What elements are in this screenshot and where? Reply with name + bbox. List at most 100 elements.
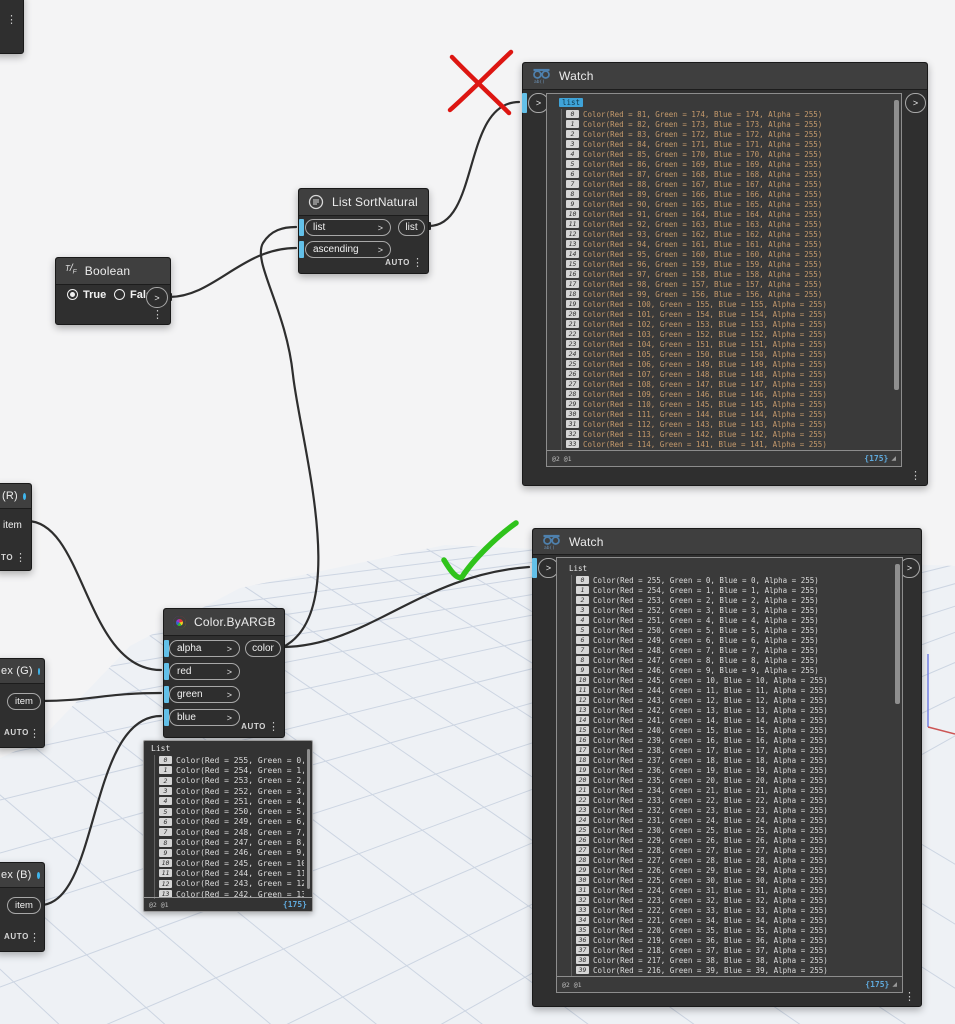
- watch-row[interactable]: 13 Color(Red = 242, Green = 13, Blue = 1…: [576, 705, 892, 715]
- output-port-color[interactable]: color: [245, 640, 281, 657]
- watch-row[interactable]: 4 Color(Red = 251, Green = 4, Blue = 4, …: [576, 615, 892, 625]
- node-menu-icon[interactable]: ⋮: [15, 552, 26, 564]
- node-menu-icon[interactable]: ⋮: [268, 721, 279, 733]
- watch-output-port[interactable]: >: [905, 93, 926, 113]
- lacing-auto-label[interactable]: AUTO: [4, 932, 29, 941]
- input-port-green[interactable]: green>: [169, 686, 240, 703]
- watch-row[interactable]: 33 Color(Red = 114, Green = 141, Blue = …: [566, 439, 891, 449]
- lacing-auto-label[interactable]: TO: [1, 553, 14, 562]
- watch-scrollbar[interactable]: [895, 564, 900, 704]
- watch-row[interactable]: 27 Color(Red = 228, Green = 27, Blue = 2…: [576, 845, 892, 855]
- watch-row[interactable]: 0 Color(Red = 81, Green = 174, Blue = 17…: [566, 109, 891, 119]
- watch-row[interactable]: 5 Color(Red = 86, Green = 169, Blue = 16…: [566, 159, 891, 169]
- watch-row[interactable]: 26 Color(Red = 229, Green = 26, Blue = 2…: [576, 835, 892, 845]
- radio-true[interactable]: True: [67, 289, 106, 301]
- watch-row[interactable]: 14 Color(Red = 95, Green = 160, Blue = 1…: [566, 249, 891, 259]
- watch-row[interactable]: 9 Color(Red = 90, Green = 165, Blue = 16…: [566, 199, 891, 209]
- clipped-node-index-b[interactable]: ex (B) item AUTO ⋮: [0, 862, 45, 952]
- watch-row[interactable]: 23 Color(Red = 104, Green = 151, Blue = …: [566, 339, 891, 349]
- lacing-auto-label[interactable]: AUTO: [4, 728, 29, 737]
- watch-row[interactable]: 5 Color(Red = 250, Green = 5, Blue = 5, …: [576, 625, 892, 635]
- watch-row[interactable]: 4 Color(Red = 85, Green = 170, Blue = 17…: [566, 149, 891, 159]
- output-port-item[interactable]: item: [3, 520, 22, 531]
- watch-row[interactable]: 15 Color(Red = 96, Green = 159, Blue = 1…: [566, 259, 891, 269]
- watch-row[interactable]: 1 Color(Red = 254, Green = 1, Blue = 1, …: [576, 585, 892, 595]
- clipped-node-index-g[interactable]: ex (G) item AUTO ⋮: [0, 658, 45, 748]
- watch-row[interactable]: 16 Color(Red = 239, Green = 16, Blue = 1…: [576, 735, 892, 745]
- watch-row[interactable]: 38 Color(Red = 217, Green = 38, Blue = 3…: [576, 955, 892, 965]
- watch-row[interactable]: 23 Color(Red = 232, Green = 23, Blue = 2…: [576, 805, 892, 815]
- watch-row[interactable]: 17 Color(Red = 98, Green = 157, Blue = 1…: [566, 279, 891, 289]
- watch-row[interactable]: 9 Color(Red = 246, Green = 9, Blue = 9, …: [576, 665, 892, 675]
- watch-row[interactable]: 17 Color(Red = 238, Green = 17, Blue = 1…: [576, 745, 892, 755]
- input-port-blue[interactable]: blue>: [169, 709, 240, 726]
- watch-row[interactable]: 21 Color(Red = 102, Green = 153, Blue = …: [566, 319, 891, 329]
- resize-grip-icon[interactable]: ◢: [891, 456, 896, 462]
- watch-row[interactable]: 36 Color(Red = 219, Green = 36, Blue = 3…: [576, 935, 892, 945]
- boolean-output-port[interactable]: >: [146, 287, 168, 308]
- watch-row[interactable]: 28 Color(Red = 227, Green = 28, Blue = 2…: [576, 855, 892, 865]
- watch-row[interactable]: 30 Color(Red = 225, Green = 30, Blue = 3…: [576, 875, 892, 885]
- watch-row[interactable]: 31 Color(Red = 112, Green = 143, Blue = …: [566, 419, 891, 429]
- watch-row[interactable]: 25 Color(Red = 106, Green = 149, Blue = …: [566, 359, 891, 369]
- node-menu-icon[interactable]: ⋮: [29, 932, 40, 944]
- input-port-ascending[interactable]: ascending>: [305, 241, 391, 258]
- watch-row[interactable]: 7 Color(Red = 248, Green = 7, Blue = 7, …: [576, 645, 892, 655]
- radio-true-icon[interactable]: [67, 289, 78, 300]
- radio-false-icon[interactable]: [114, 289, 125, 300]
- watch-row[interactable]: 19 Color(Red = 236, Green = 19, Blue = 1…: [576, 765, 892, 775]
- watch-row[interactable]: 29 Color(Red = 110, Green = 145, Blue = …: [566, 399, 891, 409]
- node-menu-icon[interactable]: ⋮: [152, 309, 163, 321]
- watch-display-panel[interactable]: list 0 Color(Red = 81, Green = 174, Blue…: [546, 93, 902, 467]
- watch-row[interactable]: 6 Color(Red = 249, Green = 6, Blue = 6, …: [576, 635, 892, 645]
- resize-grip-icon[interactable]: ◢: [892, 982, 897, 988]
- watch-input-port[interactable]: >: [538, 558, 559, 578]
- watch-row[interactable]: 20 Color(Red = 101, Green = 154, Blue = …: [566, 309, 891, 319]
- watch-row[interactable]: 13 Color(Red = 94, Green = 161, Blue = 1…: [566, 239, 891, 249]
- watch-row[interactable]: 10 Color(Red = 91, Green = 164, Blue = 1…: [566, 209, 891, 219]
- lacing-auto-label[interactable]: AUTO: [241, 722, 266, 731]
- watch-row[interactable]: 28 Color(Red = 109, Green = 146, Blue = …: [566, 389, 891, 399]
- watch-row[interactable]: 24 Color(Red = 105, Green = 150, Blue = …: [566, 349, 891, 359]
- watch-row[interactable]: 32 Color(Red = 223, Green = 32, Blue = 3…: [576, 895, 892, 905]
- watch-row[interactable]: 24 Color(Red = 231, Green = 24, Blue = 2…: [576, 815, 892, 825]
- output-port-item[interactable]: item: [7, 897, 41, 914]
- watch-row[interactable]: 1 Color(Red = 82, Green = 173, Blue = 17…: [566, 119, 891, 129]
- watch-row[interactable]: 7 Color(Red = 88, Green = 167, Blue = 16…: [566, 179, 891, 189]
- node-menu-icon[interactable]: ⋮: [910, 470, 921, 482]
- clipped-node-corner[interactable]: ⋮: [0, 0, 24, 54]
- node-menu-icon[interactable]: ⋮: [29, 728, 40, 740]
- bubble-scrollbar[interactable]: [307, 749, 310, 889]
- lacing-auto-label[interactable]: AUTO: [385, 258, 410, 267]
- watch-row[interactable]: 18 Color(Red = 237, Green = 18, Blue = 1…: [576, 755, 892, 765]
- watch-row[interactable]: 8 Color(Red = 89, Green = 166, Blue = 16…: [566, 189, 891, 199]
- input-port-list[interactable]: list>: [305, 219, 391, 236]
- node-menu-icon[interactable]: ⋮: [412, 257, 423, 269]
- watch-row[interactable]: 3 Color(Red = 84, Green = 171, Blue = 17…: [566, 139, 891, 149]
- watch-row[interactable]: 21 Color(Red = 234, Green = 21, Blue = 2…: [576, 785, 892, 795]
- watch-row[interactable]: 27 Color(Red = 108, Green = 147, Blue = …: [566, 379, 891, 389]
- clipped-node-index-r[interactable]: (R) item TO ⋮: [0, 483, 32, 571]
- output-port-list[interactable]: list: [398, 219, 425, 236]
- watch-row[interactable]: 25 Color(Red = 230, Green = 25, Blue = 2…: [576, 825, 892, 835]
- watch-row[interactable]: 33 Color(Red = 222, Green = 33, Blue = 3…: [576, 905, 892, 915]
- watch-row[interactable]: 26 Color(Red = 107, Green = 148, Blue = …: [566, 369, 891, 379]
- watch-row[interactable]: 12 Color(Red = 243, Green = 12, Blue = 1…: [576, 695, 892, 705]
- watch-row[interactable]: 6 Color(Red = 87, Green = 168, Blue = 16…: [566, 169, 891, 179]
- watch-row[interactable]: 20 Color(Red = 235, Green = 20, Blue = 2…: [576, 775, 892, 785]
- watch-row[interactable]: 10 Color(Red = 245, Green = 10, Blue = 1…: [576, 675, 892, 685]
- watch-scrollbar[interactable]: [894, 100, 899, 390]
- watch-row[interactable]: 11 Color(Red = 244, Green = 11, Blue = 1…: [576, 685, 892, 695]
- node-boolean[interactable]: T/F Boolean True False > ⋮: [55, 257, 171, 325]
- watch-row[interactable]: 35 Color(Red = 220, Green = 35, Blue = 3…: [576, 925, 892, 935]
- watch-row[interactable]: 32 Color(Red = 113, Green = 142, Blue = …: [566, 429, 891, 439]
- watch-row[interactable]: 3 Color(Red = 252, Green = 3, Blue = 3, …: [576, 605, 892, 615]
- node-watch-top[interactable]: ab() Watch > > list 0 Color(Red = 81, Gr…: [522, 62, 928, 486]
- watch-row[interactable]: 11 Color(Red = 92, Green = 163, Blue = 1…: [566, 219, 891, 229]
- input-port-alpha[interactable]: alpha>: [169, 640, 240, 657]
- watch-row[interactable]: 18 Color(Red = 99, Green = 156, Blue = 1…: [566, 289, 891, 299]
- watch-row[interactable]: 22 Color(Red = 103, Green = 152, Blue = …: [566, 329, 891, 339]
- preview-bubble[interactable]: List 0 Color(Red = 255, Green = 0, Blu 1…: [143, 740, 313, 912]
- watch-row[interactable]: 34 Color(Red = 221, Green = 34, Blue = 3…: [576, 915, 892, 925]
- watch-row[interactable]: 31 Color(Red = 224, Green = 31, Blue = 3…: [576, 885, 892, 895]
